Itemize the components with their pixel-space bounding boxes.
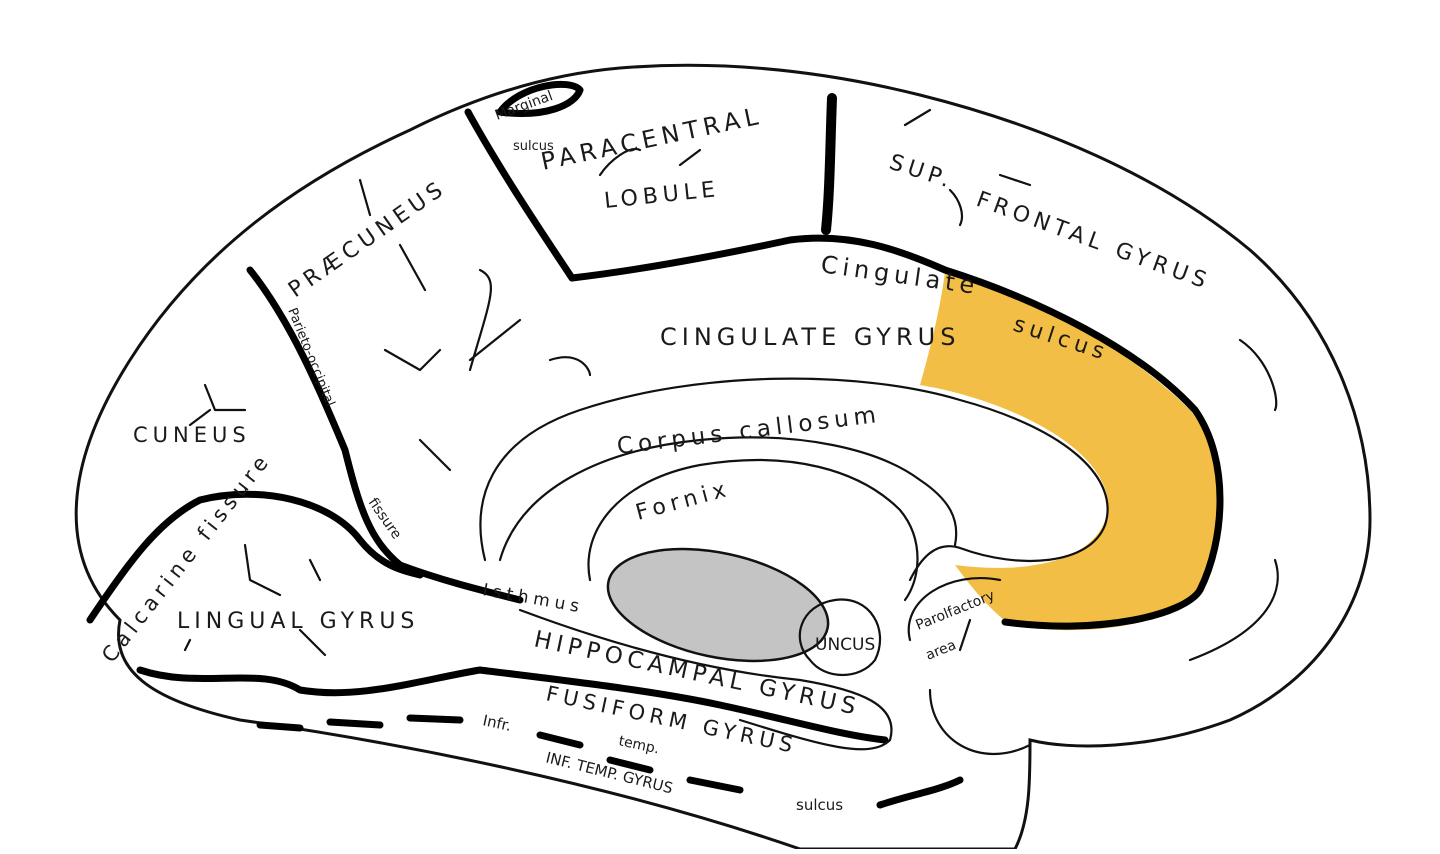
hemisphere-outline [74, 63, 1372, 851]
fornix-outline [587, 458, 919, 602]
inf-temporal-dashes [256, 714, 964, 809]
label-sulcus: sulcus [796, 796, 843, 814]
label-cingulate-gyrus: CINGULATE GYRUS [660, 323, 960, 351]
corpus-callosum-outline [479, 377, 1109, 582]
temporal-pole-outline [907, 577, 1032, 756]
label-cuneus: CUNEUS [133, 423, 251, 447]
calcarine-fissure-line [86, 490, 424, 624]
hippocampal-outline [518, 608, 893, 751]
corpus-callosum-inner [498, 436, 958, 562]
central-sulcus-line [821, 93, 837, 235]
marginal-sulcus-outline [496, 80, 584, 117]
label-infr: Infr. [481, 711, 513, 735]
cingulate-sulcus-line [464, 108, 1224, 630]
label-lingual-gyrus: LINGUAL GYRUS [177, 609, 419, 634]
thalamus [606, 547, 830, 663]
uncus-outline [798, 598, 881, 677]
minor-sulci [183, 108, 1279, 662]
label-uncus: UNCUS [815, 635, 875, 655]
parieto-occipital-line [246, 266, 524, 604]
collateral-sulcus-line [136, 666, 889, 744]
label-marginal-sulcus-2: sulcus [513, 139, 554, 154]
highlighted-region [920, 272, 1220, 631]
